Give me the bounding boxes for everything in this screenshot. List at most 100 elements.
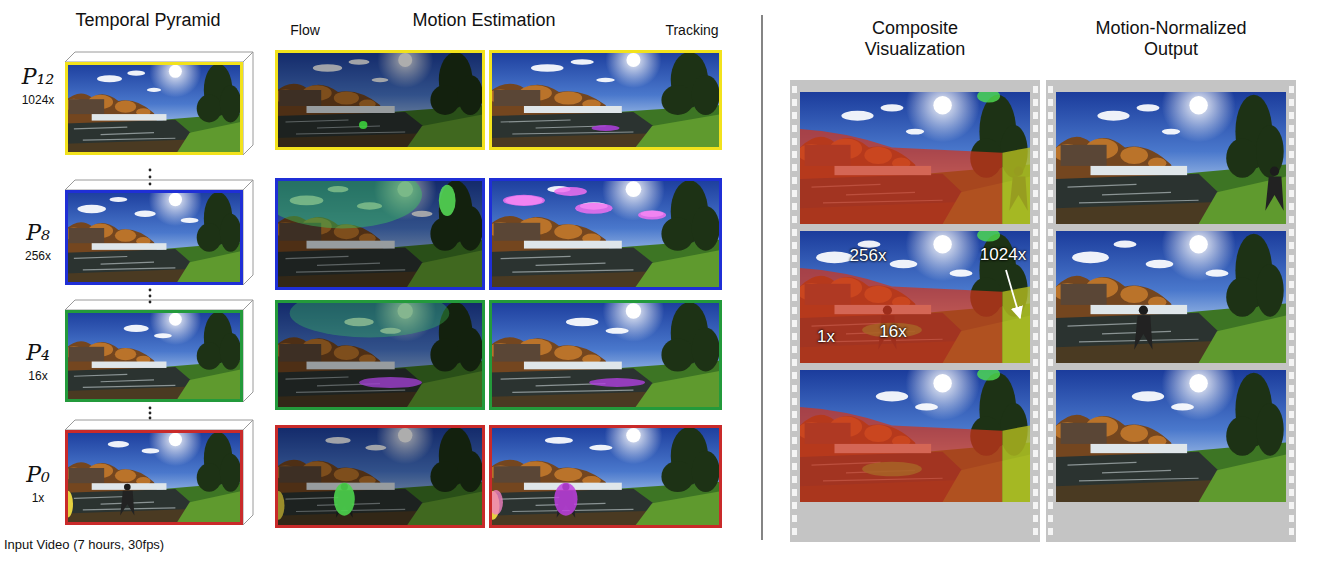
video-frame <box>65 62 243 155</box>
water-streak <box>1102 192 1171 195</box>
heading: 16x <box>28 370 47 384</box>
sprocket-hole <box>1048 372 1053 379</box>
mill-building <box>1061 423 1107 444</box>
video-frame <box>275 300 485 410</box>
video-frame <box>275 178 485 290</box>
sprocket-hole <box>1289 346 1294 353</box>
water-streak <box>83 385 176 387</box>
mill-building <box>494 90 541 106</box>
sprocket-hole <box>792 229 797 236</box>
water-streak <box>1068 323 1137 326</box>
sprocket-hole <box>792 333 797 340</box>
sprocket-hole <box>792 86 797 93</box>
tree <box>692 206 720 251</box>
separator <box>761 15 762 540</box>
mill-building <box>494 466 541 482</box>
ellipsis-dot <box>149 295 152 298</box>
sprocket-hole <box>1289 242 1294 249</box>
motion-overlay <box>359 377 422 388</box>
water-streak <box>74 497 127 499</box>
cloud <box>1097 111 1129 121</box>
sprocket-hole <box>792 242 797 249</box>
sprocket-hole <box>792 190 797 197</box>
heading: 256x <box>25 250 51 264</box>
box-edge <box>243 180 253 190</box>
waterfall <box>92 243 167 250</box>
sprocket-hole <box>1033 515 1038 522</box>
sprocket-hole <box>1048 268 1053 275</box>
sun-glow <box>906 370 980 420</box>
water-streak <box>1079 200 1199 203</box>
sprocket-hole <box>1289 489 1294 496</box>
sprocket-hole <box>792 437 797 444</box>
sprocket-hole <box>1048 164 1053 171</box>
video-frame <box>275 50 485 150</box>
sun <box>1189 374 1207 392</box>
level-border <box>67 192 242 284</box>
sprocket-hole <box>1033 99 1038 106</box>
tree <box>692 75 720 115</box>
sprocket-hole <box>1033 372 1038 379</box>
tree <box>661 85 694 115</box>
water-streak <box>1102 470 1171 473</box>
ellipsis-dot <box>149 301 152 304</box>
sprocket-hole <box>1048 216 1053 223</box>
sun-glow <box>149 62 201 97</box>
cloud <box>566 318 599 326</box>
box-edge <box>243 52 253 62</box>
sprocket-hole <box>792 502 797 509</box>
sprocket-hole <box>1048 112 1053 119</box>
tree <box>692 451 720 492</box>
water-streak <box>101 262 154 264</box>
sun <box>169 193 182 206</box>
sprocket-hole <box>1033 385 1038 392</box>
sprocket-hole <box>792 125 797 132</box>
cloud <box>181 218 199 223</box>
cloud <box>1206 270 1229 277</box>
video-frame <box>800 92 1030 224</box>
sprocket-hole <box>1289 268 1294 275</box>
sprocket-hole <box>1048 450 1053 457</box>
cloud <box>110 197 128 202</box>
sun <box>626 181 642 197</box>
waterfall <box>1091 166 1188 175</box>
autumn-tree <box>554 346 582 361</box>
sprocket-hole <box>1048 528 1053 535</box>
ellipsis-dot <box>149 176 152 179</box>
tree <box>1226 416 1258 456</box>
video-frame <box>800 231 1030 363</box>
sprocket-hole <box>1289 125 1294 132</box>
sprocket-hole <box>1033 177 1038 184</box>
scale-label: 256x <box>850 246 887 266</box>
water-streak <box>512 132 633 134</box>
sprocket-hole <box>1033 359 1038 366</box>
water-streak <box>74 127 127 129</box>
sprocket-hole <box>792 463 797 470</box>
sprocket-hole <box>792 281 797 288</box>
sprocket-hole <box>792 307 797 314</box>
grass <box>1199 315 1286 363</box>
grass <box>633 250 722 290</box>
mill-building <box>69 99 105 114</box>
motion-overlay <box>589 378 645 387</box>
sprocket-hole <box>1033 112 1038 119</box>
cloud <box>1114 241 1137 248</box>
motion-overlay <box>977 370 1000 381</box>
sprocket-hole <box>1033 151 1038 158</box>
runner-head <box>1139 306 1148 315</box>
sprocket-hole <box>792 294 797 301</box>
sprocket-hole <box>1048 151 1053 158</box>
water-streak <box>83 138 176 140</box>
autumn-tree <box>1120 147 1148 164</box>
ellipsis-dot <box>149 417 152 420</box>
sun <box>626 428 640 442</box>
waterfall <box>524 241 622 249</box>
waterfall <box>92 483 167 490</box>
sprocket-hole <box>1289 372 1294 379</box>
box-edge <box>243 300 253 310</box>
sun <box>626 303 641 318</box>
video-frame <box>65 190 243 285</box>
sky <box>275 50 485 150</box>
video-frame <box>65 310 243 402</box>
cloud <box>915 403 938 410</box>
